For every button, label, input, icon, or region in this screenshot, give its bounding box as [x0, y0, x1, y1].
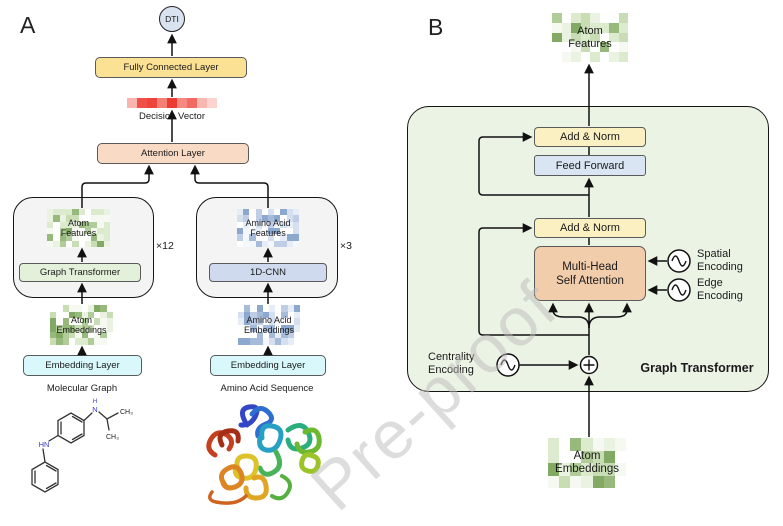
atom-features-b-line2: Features — [568, 37, 612, 50]
molecular-graph-label: Molecular Graph — [46, 383, 118, 394]
amino-acid-embeddings-label-line2: Embeddings — [243, 325, 295, 335]
embedding-layer-box-right: Embedding Layer — [210, 355, 326, 376]
amino-acid-sequence-label: Amino Acid Sequence — [220, 383, 314, 394]
edge-encoding-label: Edge Encoding — [697, 277, 743, 303]
atom-features-heatmap-b: Atom Features — [552, 13, 628, 62]
molecule-ch3-bottom-label: CH₃ — [106, 434, 119, 441]
atom-embeddings-label-line2: Embeddings — [56, 325, 107, 335]
dti-label: DTI — [165, 14, 179, 24]
atom-features-heatmap: Atom Features — [47, 209, 110, 247]
amino-acid-features-label-line2: Features — [250, 228, 286, 238]
edge-line2: Encoding — [697, 290, 743, 302]
centrality-line2: Encoding — [428, 364, 474, 376]
centrality-encoding-label: Centrality Encoding — [428, 351, 474, 377]
embedding-layer-box-left: Embedding Layer — [23, 355, 142, 376]
decision-vector-heatmap — [127, 98, 217, 108]
feed-forward-box: Feed Forward — [534, 155, 646, 176]
atom-embeddings-b-line2: Embeddings — [555, 463, 619, 475]
cnn-layer-box: 1D-CNN — [209, 263, 327, 282]
graph-transformer-container-label: Graph Transformer — [640, 361, 754, 375]
mhsa-line2: Self Attention — [556, 274, 624, 287]
atom-features-label-line2: Features — [60, 228, 97, 238]
decision-vector-label: Decision Vector — [138, 111, 205, 122]
atom-features-b-line1: Atom — [577, 25, 603, 37]
atom-embeddings-b-line1: Atom — [573, 449, 601, 462]
panel-a-label: A — [20, 12, 36, 38]
centrality-line1: Centrality — [428, 351, 475, 363]
figure: A DTI Fully Connected Layer Decision Vec… — [13, 6, 769, 525]
atom-embeddings-heatmap: Atom Embeddings — [50, 305, 113, 345]
molecule-ch3-top-label: CH₃ — [120, 409, 133, 416]
attention-layer-box: Attention Layer — [97, 143, 249, 164]
atom-embeddings-heatmap-b: Atom Embeddings — [548, 438, 626, 488]
amino-acid-features-heatmap: Amino Acid Features — [237, 209, 299, 247]
molecule-h-label: H — [93, 399, 97, 405]
add-norm-bottom-box: Add & Norm — [534, 218, 646, 238]
amino-acid-embeddings-label-line1: Amino Acid — [246, 315, 292, 325]
amino-acid-features-label-line1: Amino Acid — [245, 218, 291, 228]
molecule-structure: H N HN CH₃ CH₃ — [31, 399, 133, 493]
fully-connected-layer-box: Fully Connected Layer — [95, 57, 247, 78]
panel-b-label: B — [428, 14, 444, 40]
molecule-n-label: N — [92, 405, 97, 414]
graph-transformer-layer-box: Graph Transformer — [19, 263, 141, 282]
dti-node: DTI — [159, 6, 185, 32]
edge-line1: Edge — [697, 277, 723, 289]
molecule-hn-label: HN — [39, 440, 50, 449]
protein-structure — [206, 404, 322, 505]
mhsa-line1: Multi-Head — [562, 260, 618, 273]
add-norm-top-box: Add & Norm — [534, 127, 646, 147]
multi-head-self-attention-box: Multi-Head Self Attention — [534, 246, 646, 301]
spatial-line1: Spatial — [697, 248, 731, 260]
atom-embeddings-label-line1: Atom — [70, 315, 92, 325]
atom-branch-multiplier: ×12 — [156, 240, 174, 252]
amino-acid-embeddings-heatmap: Amino Acid Embeddings — [238, 305, 300, 345]
atom-features-label-line1: Atom — [67, 218, 89, 228]
spatial-encoding-label: Spatial Encoding — [697, 248, 743, 274]
spatial-line2: Encoding — [697, 261, 743, 273]
protein-branch-multiplier: ×3 — [340, 240, 352, 252]
